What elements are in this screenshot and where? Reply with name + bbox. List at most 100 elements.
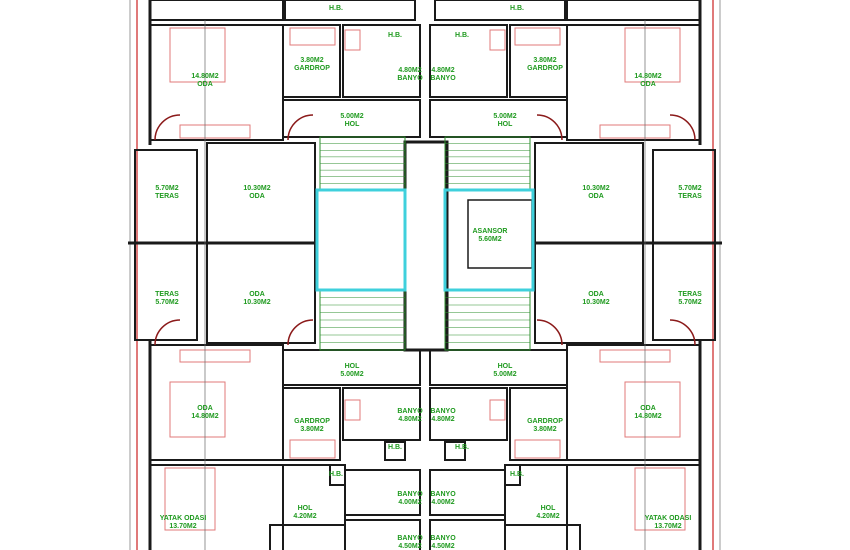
room-text: 4.80M2	[398, 67, 421, 74]
room-wall	[206, 242, 316, 344]
room-area: 10.30M2	[582, 299, 609, 306]
door-swing	[669, 114, 696, 141]
furniture-item	[164, 467, 216, 531]
room-wall	[149, 0, 284, 21]
furniture-item	[514, 27, 561, 46]
room-wall	[269, 524, 346, 550]
stairs	[315, 136, 535, 351]
room-label: H.B.	[388, 32, 402, 39]
room-label: H.B.	[455, 32, 469, 39]
room-wall	[509, 387, 568, 461]
door-swing	[536, 319, 563, 346]
furniture-item	[169, 381, 226, 438]
room-wall	[284, 0, 416, 21]
room-text: 10.30M2	[243, 185, 270, 192]
room-wall	[134, 242, 198, 341]
room-label: H.B.	[329, 5, 343, 12]
furniture-item	[599, 349, 671, 363]
door-swing	[287, 319, 314, 346]
room-area: 13.70M2	[169, 523, 196, 530]
room-text: 3.80M2	[533, 57, 556, 64]
room-text: TERAS	[155, 291, 179, 298]
room-text: ASANSOR	[472, 228, 507, 235]
room-text: BANYO	[397, 75, 423, 82]
room-text: H.B.	[388, 444, 402, 451]
room-area: 3.80M2	[533, 426, 556, 433]
room-text: BANYO	[397, 408, 423, 415]
room-text: BANYO	[397, 535, 423, 542]
room-text: ODA	[588, 193, 604, 200]
room-area: 4.50M2	[398, 543, 421, 550]
room-text: BANYO	[397, 491, 423, 498]
room-text: 14.80M2	[634, 73, 661, 80]
room-text: H.B.	[329, 5, 343, 12]
room-text: HOL	[345, 363, 361, 370]
room-wall	[434, 0, 566, 21]
room-area: 4.80M2	[431, 416, 454, 423]
room-text: 4.80M2	[431, 67, 454, 74]
furniture-item	[289, 439, 336, 459]
room-text: HOL	[498, 363, 514, 370]
room-label: H.B.	[510, 5, 524, 12]
room-area: 5.70M2	[155, 299, 178, 306]
room-text: BANYO	[430, 491, 456, 498]
room-text: 3.80M2	[300, 57, 323, 64]
room-text: YATAK ODASI	[645, 515, 692, 522]
room-text: GARDROP	[294, 65, 330, 72]
room-area: 4.20M2	[536, 513, 559, 520]
room-area: 5.00M2	[340, 371, 363, 378]
room-text: HOL	[298, 505, 314, 512]
room-label: H.B.	[455, 444, 469, 451]
furniture-item	[624, 27, 681, 83]
furniture	[164, 20, 686, 550]
room-text: YATAK ODASI	[160, 515, 207, 522]
room-wall	[504, 524, 581, 550]
furniture-item	[489, 399, 506, 421]
room-text: H.B.	[455, 32, 469, 39]
room-wall	[149, 464, 284, 550]
room-area: 5.00M2	[493, 371, 516, 378]
room-wall	[282, 387, 341, 461]
room-area: 10.30M2	[243, 299, 270, 306]
room-text: HOL	[541, 505, 557, 512]
furniture-item	[634, 467, 686, 531]
room-text: 5.00M2	[340, 113, 363, 120]
room-wall	[444, 441, 466, 461]
room-area: 4.20M2	[293, 513, 316, 520]
room-wall	[344, 469, 421, 516]
room-wall	[384, 441, 406, 461]
room-text: ODA	[588, 291, 604, 298]
room-text: H.B.	[329, 471, 343, 478]
room-text: 14.80M2	[191, 73, 218, 80]
stair-core	[443, 188, 535, 292]
furniture-item	[344, 29, 361, 51]
room-area: 5.60M2	[478, 236, 501, 243]
furniture-item	[169, 27, 226, 83]
room-text: TERAS	[155, 193, 179, 200]
room-label: H.B.	[388, 444, 402, 451]
room-text: BANYO	[430, 408, 456, 415]
room-area: 4.80M2	[398, 416, 421, 423]
room-text: GARDROP	[527, 65, 563, 72]
